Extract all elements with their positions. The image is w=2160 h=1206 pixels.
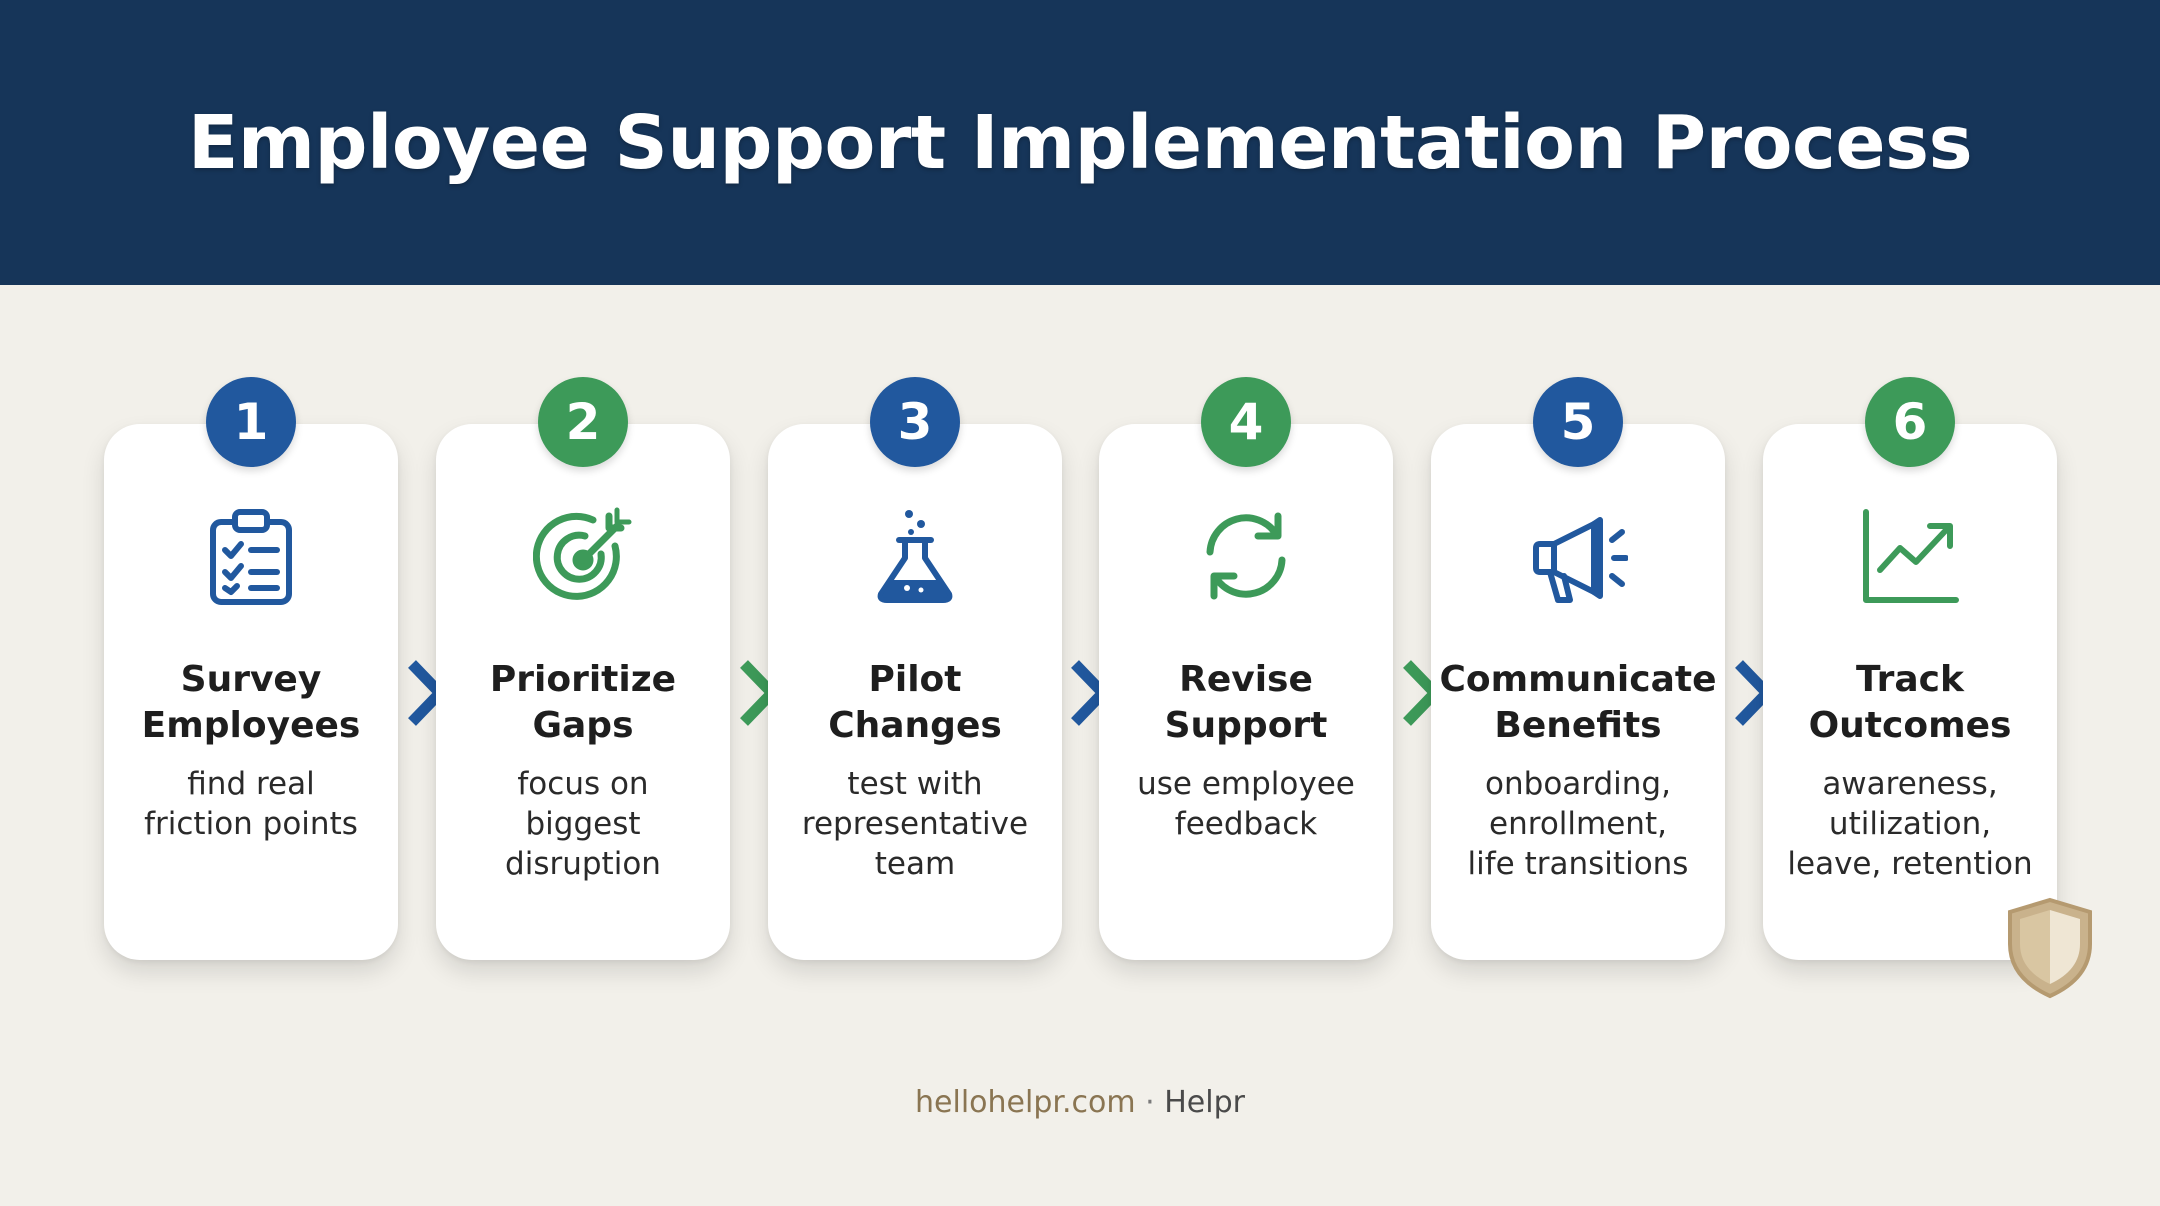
flask-icon (865, 506, 965, 606)
step-number-badge: 3 (870, 377, 960, 467)
trend-chart-icon (1860, 506, 1960, 606)
step-number-badge: 1 (206, 377, 296, 467)
megaphone-icon (1528, 506, 1629, 606)
step-description: test with representative team (801, 766, 1029, 882)
footer-separator: · (1145, 1085, 1155, 1120)
footer: hellohelpr.com · Helpr (0, 1085, 2160, 1120)
step-number-badge: 6 (1865, 377, 1955, 467)
step-description: focus on biggest disruption (505, 766, 661, 882)
refresh-icon (1196, 506, 1296, 606)
clipboard-checklist-icon (201, 506, 301, 606)
step-title: Prioritize Gaps (489, 659, 677, 746)
step-number-badge: 4 (1201, 377, 1291, 467)
footer-brand: Helpr (1164, 1085, 1245, 1120)
step-title: Track Outcomes (1808, 659, 2012, 746)
step-card-3: Pilot Changes test with representative t… (768, 424, 1062, 960)
step-number-badge: 2 (538, 377, 628, 467)
target-icon (532, 506, 633, 606)
step-card-5: Communicate Benefits onboarding, enrollm… (1431, 424, 1725, 960)
step-number-badge: 5 (1533, 377, 1623, 467)
step-description: onboarding, enrollment, life transitions (1467, 766, 1689, 882)
footer-domain: hellohelpr.com (915, 1085, 1136, 1120)
shield-icon (2004, 896, 2096, 1000)
header-banner: Employee Support Implementation Process (0, 0, 2160, 285)
step-card-4: Revise Support use employee feedback (1099, 424, 1393, 960)
page-title: Employee Support Implementation Process (187, 99, 1973, 186)
step-description: use employee feedback (1137, 766, 1355, 842)
step-title: Communicate Benefits (1439, 659, 1717, 746)
step-title: Survey Employees (141, 659, 361, 746)
step-description: awareness, utilization, leave, retention (1787, 766, 2033, 882)
step-card-1: Survey Employees find real friction poin… (104, 424, 398, 960)
step-description: find real friction points (144, 766, 358, 842)
step-title: Pilot Changes (828, 659, 1002, 746)
step-card-6: Track Outcomes awareness, utilization, l… (1763, 424, 2057, 960)
step-card-2: Prioritize Gaps focus on biggest disrupt… (436, 424, 730, 960)
step-title: Revise Support (1164, 659, 1328, 746)
